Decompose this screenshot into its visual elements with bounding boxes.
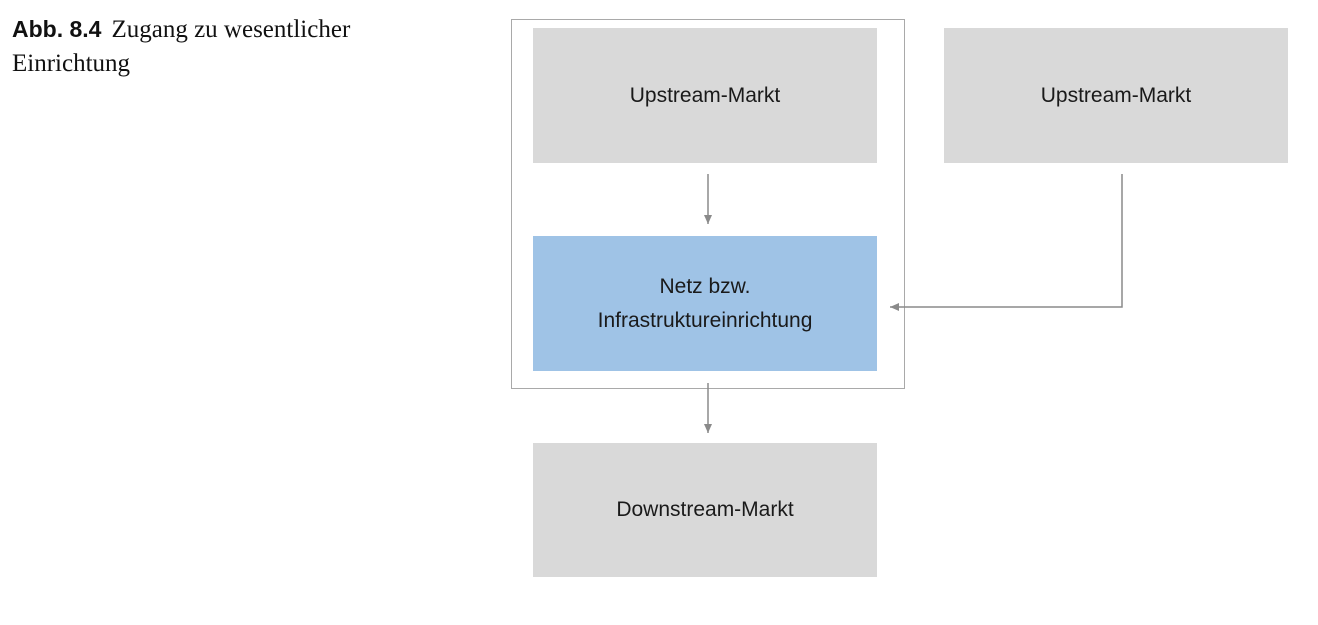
upstream-market-right-box: Upstream-Markt (944, 28, 1288, 163)
downstream-market-box: Downstream-Markt (533, 443, 877, 577)
upstream-market-left-box: Upstream-Markt (533, 28, 877, 163)
network-infrastructure-box: Netz bzw. Infrastruktureinrichtung (533, 236, 877, 371)
downstream-market-label: Downstream-Markt (616, 498, 794, 521)
upstream-market-right-label: Upstream-Markt (1040, 83, 1192, 107)
figure-label: Abb. 8.4 (12, 16, 102, 42)
figure-title: Zugang zu wesentlicher Einrichtung (12, 16, 351, 77)
network-infrastructure-label: Netz bzw. Infrastruktureinrichtung (597, 274, 813, 332)
upstream-market-left-label: Upstream-Markt (629, 83, 781, 107)
arrow-upstream-right-to-netz (890, 174, 1123, 311)
